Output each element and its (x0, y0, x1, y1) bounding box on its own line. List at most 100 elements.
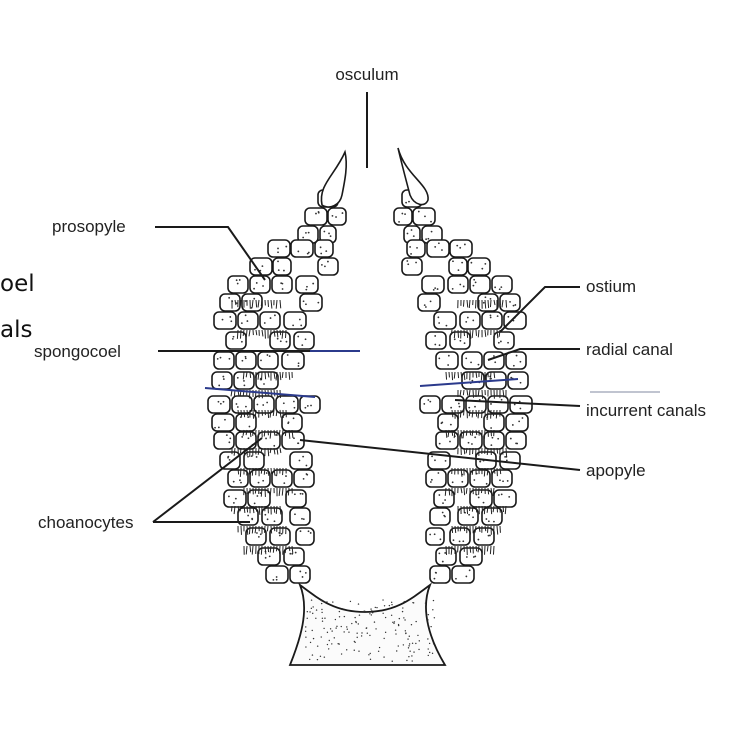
flagellum (279, 447, 282, 454)
flagellum (254, 487, 257, 494)
base-stipple-dot (417, 634, 419, 637)
cell-stipple (294, 551, 297, 554)
base-stipple-dot (427, 619, 429, 621)
flagellum (489, 545, 492, 555)
wall-cell (481, 311, 503, 330)
flagellum (246, 409, 249, 417)
cell-stipple (297, 362, 300, 365)
base-stipple-dot (369, 613, 371, 615)
cell-stipple (518, 400, 521, 403)
cell-stipple (508, 495, 511, 498)
cell-stipple (241, 359, 244, 362)
wall-cell (419, 395, 441, 414)
wall-cell (425, 469, 447, 488)
base-stipple-dot (324, 617, 326, 619)
cell-stipple (221, 318, 224, 321)
cell-stipple (276, 337, 279, 340)
cell-stipple (302, 236, 305, 239)
wall-cell (289, 565, 311, 584)
base-stipple-dot (368, 654, 370, 656)
flagellum (486, 447, 489, 456)
cell-stipple (266, 518, 269, 521)
apopyle-leader (299, 439, 581, 471)
wall-cell (327, 207, 347, 226)
flagellum (233, 447, 236, 456)
cell-stipple (406, 260, 409, 262)
base-stipple-dot (424, 602, 427, 604)
cell-stipple (449, 423, 452, 426)
flagellum (281, 487, 284, 496)
cell-stipple (465, 556, 468, 558)
flagellum (492, 505, 495, 513)
flagellum (477, 389, 480, 396)
base-stipple-dot (326, 643, 329, 646)
flagellum (480, 371, 483, 381)
flagellum (273, 329, 276, 337)
flagellum (264, 545, 267, 555)
flagellum (475, 429, 478, 436)
cell-stipple (232, 335, 235, 338)
cell-stipple (477, 496, 480, 499)
wall-cell (293, 331, 315, 350)
cell-stipple (438, 494, 441, 496)
cell-stipple (429, 400, 432, 403)
wall-cell (429, 507, 451, 526)
base-stipple-dot (371, 612, 374, 614)
flagellum (242, 329, 245, 336)
cell-stipple (490, 403, 492, 405)
flagellum (481, 389, 484, 399)
base-stipple-dot (427, 648, 429, 650)
wall-cell (447, 275, 469, 294)
cell-stipple (429, 300, 432, 303)
base-stipple-dot (357, 623, 360, 625)
flagellum (267, 409, 270, 418)
wall-cell (449, 239, 473, 258)
cell-stipple (477, 538, 480, 541)
base-stipple-dot (397, 623, 400, 626)
cell-stipple (286, 354, 289, 356)
cell-stipple (434, 246, 437, 248)
radial-canal-leader (487, 348, 580, 361)
cell-stipple (256, 495, 259, 497)
cell-stipple (265, 437, 267, 440)
cell-stipple (222, 400, 225, 403)
base-stipple-dot (376, 606, 378, 609)
wall-cell (469, 469, 491, 488)
cell-stipple (401, 212, 404, 215)
wall-cell (487, 395, 509, 414)
flagellum (472, 389, 475, 398)
base-stipple-dot (427, 638, 429, 640)
base-stipple-dot (409, 650, 411, 652)
base-stipple-dot (346, 649, 348, 651)
flagellum (495, 409, 498, 419)
cell-stipple (302, 300, 305, 303)
cell-stipple (275, 578, 278, 581)
flagellum (291, 429, 294, 439)
flagellum (471, 429, 474, 436)
base-stipple-dot (306, 617, 308, 619)
cell-stipple (247, 514, 250, 517)
wall-cell (235, 413, 257, 432)
base-stipple-dot (309, 611, 311, 613)
flagellum (270, 525, 273, 534)
flagellum (496, 525, 499, 535)
base-stipple-dot (384, 631, 387, 634)
base-stipple-dot (433, 617, 436, 619)
flagellum (450, 329, 453, 336)
cell-stipple (309, 532, 312, 534)
wall-cell (281, 413, 303, 432)
cell-stipple (282, 402, 285, 405)
cell-stipple (264, 513, 267, 516)
base-stipple-dot (393, 622, 395, 625)
flagellum (267, 447, 270, 457)
base-stipple-dot (336, 625, 338, 628)
flagellum (236, 329, 239, 339)
wall-cell (237, 507, 259, 526)
wall-cell (243, 451, 265, 470)
flagellum (263, 467, 266, 475)
base-stipple-dot (331, 630, 333, 632)
base-stipple-dot (394, 629, 397, 631)
base-stipple-dot (321, 620, 324, 622)
cell-stipple (250, 455, 253, 458)
